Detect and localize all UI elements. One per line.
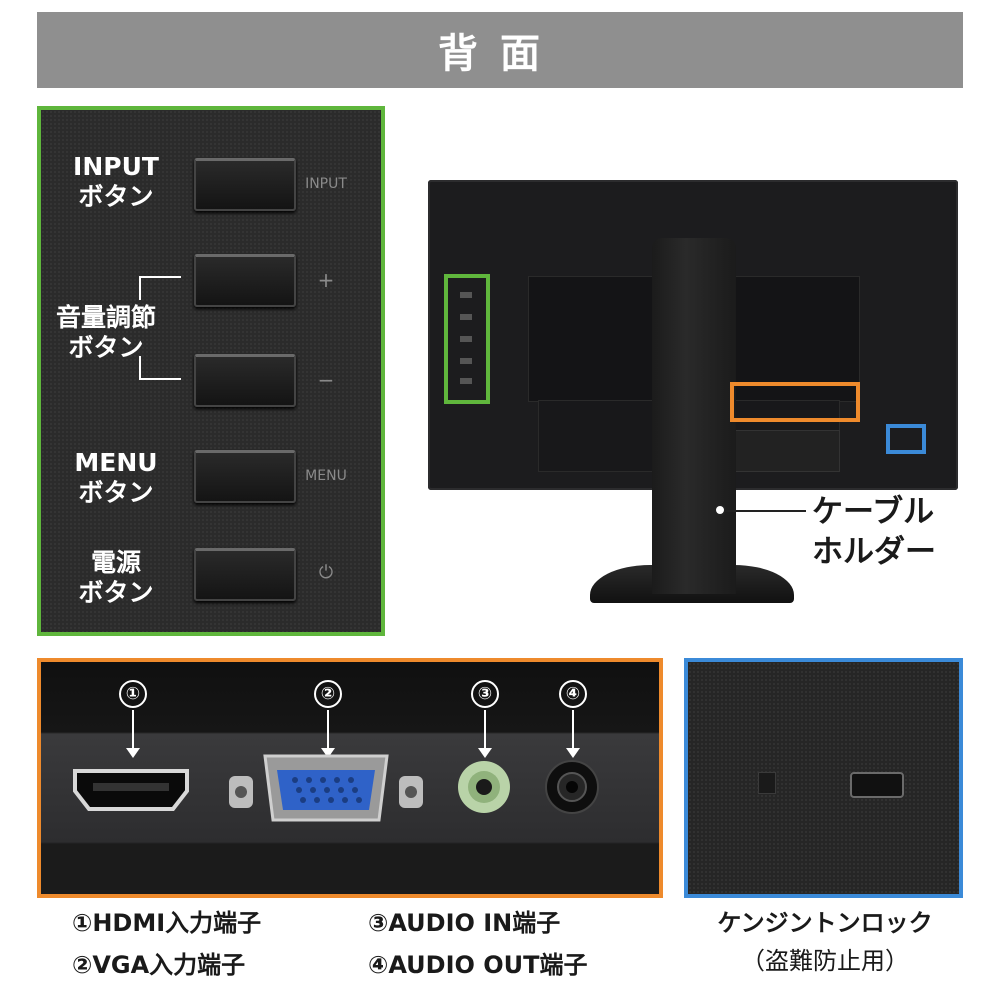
port-arrow-1 [126, 748, 140, 758]
menu-button-label: MENU ボタン [41, 448, 191, 508]
power-hardware-button [194, 548, 296, 601]
volume-minus-mark: − [317, 368, 335, 392]
port-arrow-stem-1 [132, 710, 134, 750]
input-label-line1: INPUT [73, 152, 159, 181]
caption-lock-line1: ケンジントンロック [717, 909, 933, 937]
audio-in-port-icon [458, 761, 510, 813]
port-number-2: ② [314, 680, 342, 708]
input-hardware-button [194, 158, 296, 211]
monitor-stand-neck [652, 238, 736, 594]
port-number-3: ③ [471, 680, 499, 708]
ports-highlight [730, 382, 860, 422]
port-number-4: ④ [559, 680, 587, 708]
kensington-lock-panel [684, 658, 963, 898]
caption-audio-in: ③AUDIO IN端子 [368, 909, 561, 937]
vga-port-icon [229, 754, 423, 822]
volume-plus-mark: + [317, 268, 335, 292]
menu-hardware-button [194, 450, 296, 503]
power-icon: ⏻ [318, 562, 334, 583]
hdmi-port-icon [73, 769, 189, 811]
menu-mark: MENU [305, 468, 347, 484]
port-number-1: ① [119, 680, 147, 708]
input-label-line2: ボタン [78, 182, 154, 211]
port-arrow-stem-2 [327, 710, 329, 750]
cable-holder-leader-line [724, 510, 806, 512]
header-title: 背面 [438, 31, 562, 77]
label-sticker [728, 430, 840, 472]
port-arrow-stem-4 [572, 710, 574, 750]
menu-label-line1: MENU [74, 448, 158, 477]
port-arrow-2 [321, 748, 335, 758]
kensington-lock-slot [850, 772, 904, 798]
volume-up-hardware-button [194, 254, 296, 307]
caption-lock-line2: （盗難防止用） [741, 947, 909, 975]
input-mark: INPUT [305, 176, 347, 192]
ports-panel: ① ② ③ ④ [37, 658, 663, 898]
lock-indicator-mark [758, 772, 776, 794]
side-buttons-panel: INPUT ボタン INPUT + 音量調節 ボタン − MENU ボタン ME… [37, 106, 385, 636]
volume-button-label: 音量調節 ボタン [41, 303, 181, 363]
volume-label-line1: 音量調節 [55, 303, 156, 332]
port-arrow-3 [478, 748, 492, 758]
audio-out-port-icon [545, 760, 599, 814]
volume-bracket-top [139, 276, 181, 300]
lock-highlight [886, 424, 926, 454]
port-arrow-4 [566, 748, 580, 758]
cable-holder-line1: ケーブル [812, 494, 935, 530]
port-arrow-stem-3 [484, 710, 486, 750]
caption-vga: ②VGA入力端子 [72, 951, 246, 979]
input-button-label: INPUT ボタン [41, 152, 191, 212]
cable-holder-label: ケーブル ホルダー [812, 492, 972, 572]
volume-label-line2: ボタン [68, 333, 144, 362]
power-button-label: 電源 ボタン [41, 548, 191, 608]
caption-hdmi: ①HDMI入力端子 [72, 909, 262, 937]
caption-audio-out: ④AUDIO OUT端子 [368, 951, 588, 979]
buttons-highlight [444, 274, 490, 404]
section-header: 背面 [37, 12, 963, 88]
volume-down-hardware-button [194, 354, 296, 407]
cable-holder-line2: ホルダー [812, 534, 936, 570]
volume-bracket-bottom [139, 356, 181, 380]
menu-label-line2: ボタン [78, 478, 154, 507]
power-label-line1: 電源 [90, 548, 141, 577]
power-label-line2: ボタン [78, 578, 154, 607]
